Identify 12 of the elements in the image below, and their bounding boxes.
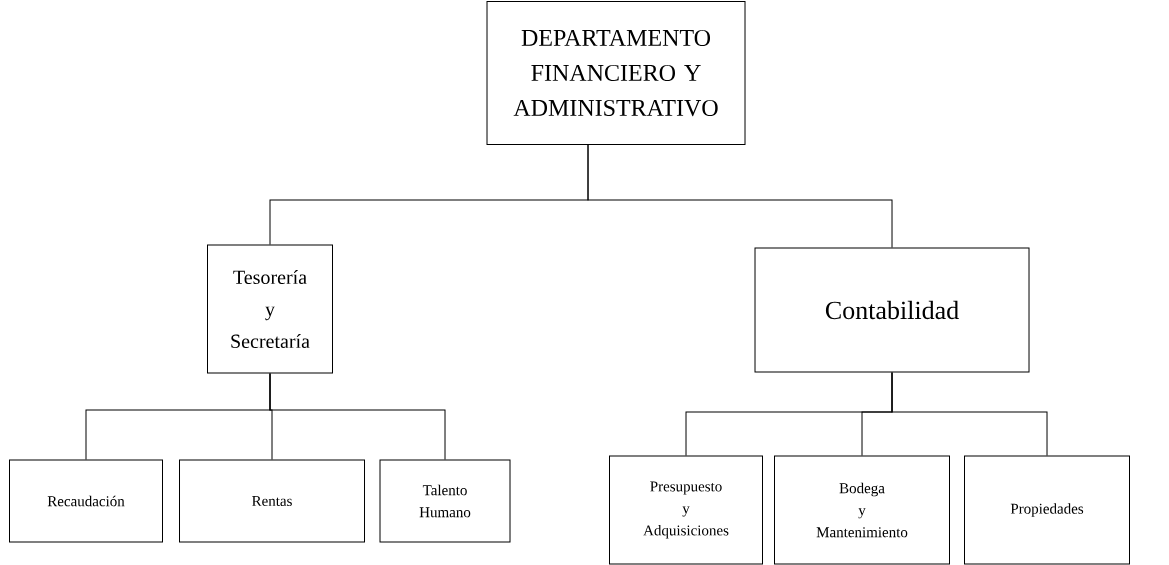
connector-line: [269, 373, 446, 460]
org-box: Presupuesto y Adquisiciones: [609, 455, 763, 565]
org-box: Rentas: [179, 459, 365, 543]
org-box: Tesorería y Secretaría: [207, 244, 333, 374]
org-box: DEPARTAMENTO FINANCIERO Y ADMINISTRATIVO: [486, 1, 746, 145]
org-box: Recaudación: [9, 459, 163, 543]
org-box: Bodega y Mantenimiento: [774, 455, 950, 565]
org-box: Contabilidad: [754, 247, 1030, 373]
connector-line: [891, 372, 1048, 456]
connector-line: [587, 144, 893, 248]
org-box: Talento Humano: [379, 459, 511, 543]
org-box: Propiedades: [964, 455, 1130, 565]
